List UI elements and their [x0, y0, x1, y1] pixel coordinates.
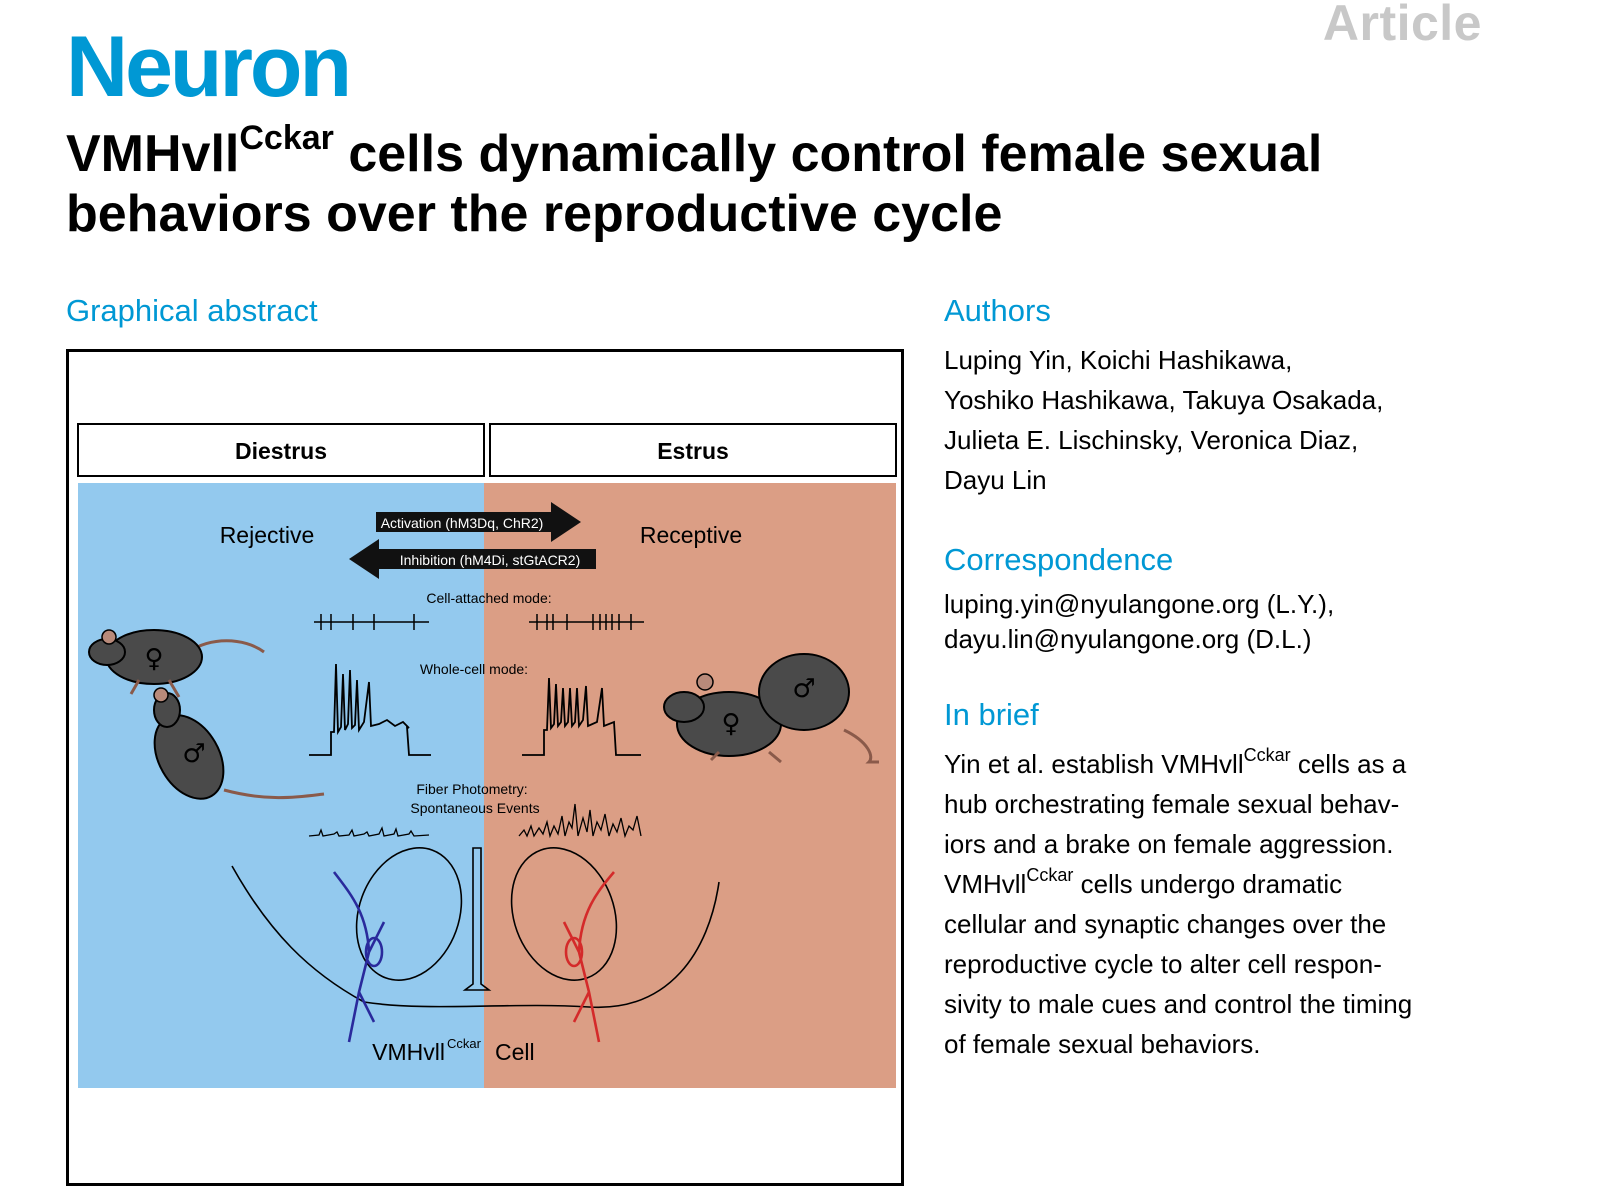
- male-symbol-2: ♂: [792, 674, 815, 704]
- brain-outline: [231, 865, 720, 1008]
- author-line-3: Julieta E. Lischinsky, Veronica Diaz,: [944, 425, 1359, 455]
- authors-heading: Authors: [944, 293, 1051, 328]
- in-brief-line-3: iors and a brake on female aggression.: [944, 829, 1394, 859]
- diestrus-panel: [78, 483, 484, 1088]
- fiber-photometry-label: Fiber Photometry:: [416, 781, 527, 797]
- estrus-whole-cell-trace: [522, 677, 641, 756]
- title-superscript: Cckar: [239, 119, 334, 157]
- inhibition-label: Inhibition (hM4Di, stGtACR2): [400, 552, 581, 568]
- article-title: VMHvllCckar cells dynamically control fe…: [66, 121, 1506, 244]
- rejective-label: Rejective: [220, 522, 315, 548]
- in-brief-heading: In brief: [944, 697, 1039, 732]
- in-brief-line-4: VMHvllCckar cells undergo dramatic: [944, 864, 1564, 904]
- estrus-cell-attached-trace: [529, 614, 644, 630]
- diestrus-neuron: [332, 871, 386, 1043]
- author-line-2: Yoshiko Hashikawa, Takuya Osakada,: [944, 385, 1384, 415]
- estrus-label: Estrus: [657, 438, 729, 464]
- inhibition-arrow: [349, 539, 596, 579]
- author-line-1: Luping Yin, Koichi Hashikawa,: [944, 345, 1293, 375]
- correspondence-list: luping.yin@nyulangone.org (L.Y.), dayu.l…: [944, 587, 1564, 657]
- in-brief-line-7: sivity to male cues and control the timi…: [944, 989, 1413, 1019]
- title-part-2: cells dynamically control female sexual …: [66, 125, 1323, 243]
- rejecting-female-mouse: ♀: [88, 629, 265, 698]
- graphical-abstract-heading: Graphical abstract: [66, 293, 318, 328]
- male-mouse-diestrus: ♂: [153, 687, 325, 800]
- correspondence-email-2[interactable]: dayu.lin@nyulangone.org (D.L.): [944, 624, 1312, 654]
- diestrus-header-box: [77, 423, 485, 477]
- in-brief-text: Yin et al. establish VMHvllCckar cells a…: [944, 744, 1564, 1064]
- left-vmh-outline: [355, 847, 463, 981]
- in-brief-line-1: Yin et al. establish VMHvllCckar cells a…: [944, 744, 1564, 784]
- spontaneous-events-label: Spontaneous Events: [410, 800, 539, 816]
- diestrus-label: Diestrus: [235, 438, 327, 464]
- in-brief-line-2: hub orchestrating female sexual behav-: [944, 789, 1400, 819]
- diestrus-cell-attached-trace: [314, 614, 429, 630]
- in-brief-sup-2: Cckar: [1026, 865, 1074, 885]
- diestrus-photometry-trace: [308, 826, 430, 837]
- mounting-mice-estrus: ♀ ♂: [663, 653, 879, 764]
- female-symbol-1: ♀: [144, 644, 163, 674]
- correspondence-heading: Correspondence: [944, 542, 1174, 577]
- right-vmh-outline: [510, 847, 618, 981]
- estrus-header-box: [489, 423, 897, 477]
- in-brief-line-4a: VMHvll: [944, 869, 1027, 899]
- estrus-photometry-trace: [518, 803, 642, 839]
- female-symbol-2: ♀: [721, 709, 740, 739]
- vmhvll-cell-label: VMHvll: [372, 1039, 445, 1065]
- whole-cell-label: Whole-cell mode:: [420, 661, 528, 677]
- in-brief-line-4b: cells undergo dramatic: [1073, 869, 1343, 899]
- in-brief-line-1b: cells as a: [1290, 749, 1407, 779]
- in-brief-sup-1: Cckar: [1243, 745, 1291, 765]
- vmhvll-cell-superscript: Cckar: [447, 1036, 482, 1051]
- diestrus-whole-cell-trace: [309, 663, 431, 756]
- in-brief-line-6: reproductive cycle to alter cell respon-: [944, 949, 1382, 979]
- author-line-4: Dayu Lin: [944, 465, 1047, 495]
- graphical-abstract-frame: Diestrus Estrus Rejective Receptive Acti…: [66, 349, 904, 1186]
- journal-logo: Neuron: [66, 19, 352, 115]
- title-part-1: VMHvll: [66, 125, 240, 183]
- in-brief-line-8: of female sexual behaviors.: [944, 1029, 1261, 1059]
- article-type-label: Article: [1322, 0, 1482, 51]
- optic-fiber: [462, 847, 492, 991]
- activation-label: Activation (hM3Dq, ChR2): [381, 515, 544, 531]
- cell-attached-label: Cell-attached mode:: [426, 590, 551, 606]
- estrus-panel: [484, 483, 896, 1088]
- estrus-neuron: [562, 871, 615, 1043]
- activation-arrow: [376, 502, 581, 542]
- vmhvll-cell-label-end: Cell: [495, 1039, 535, 1065]
- correspondence-email-1[interactable]: luping.yin@nyulangone.org (L.Y.),: [944, 589, 1335, 619]
- authors-list: Luping Yin, Koichi Hashikawa, Yoshiko Ha…: [944, 340, 1564, 500]
- graphical-abstract-figure: Diestrus Estrus Rejective Receptive Acti…: [77, 423, 897, 1088]
- male-symbol-1: ♂: [182, 739, 205, 769]
- in-brief-line-1a: Yin et al. establish VMHvll: [944, 749, 1244, 779]
- receptive-label: Receptive: [640, 522, 742, 548]
- in-brief-line-5: cellular and synaptic changes over the: [944, 909, 1387, 939]
